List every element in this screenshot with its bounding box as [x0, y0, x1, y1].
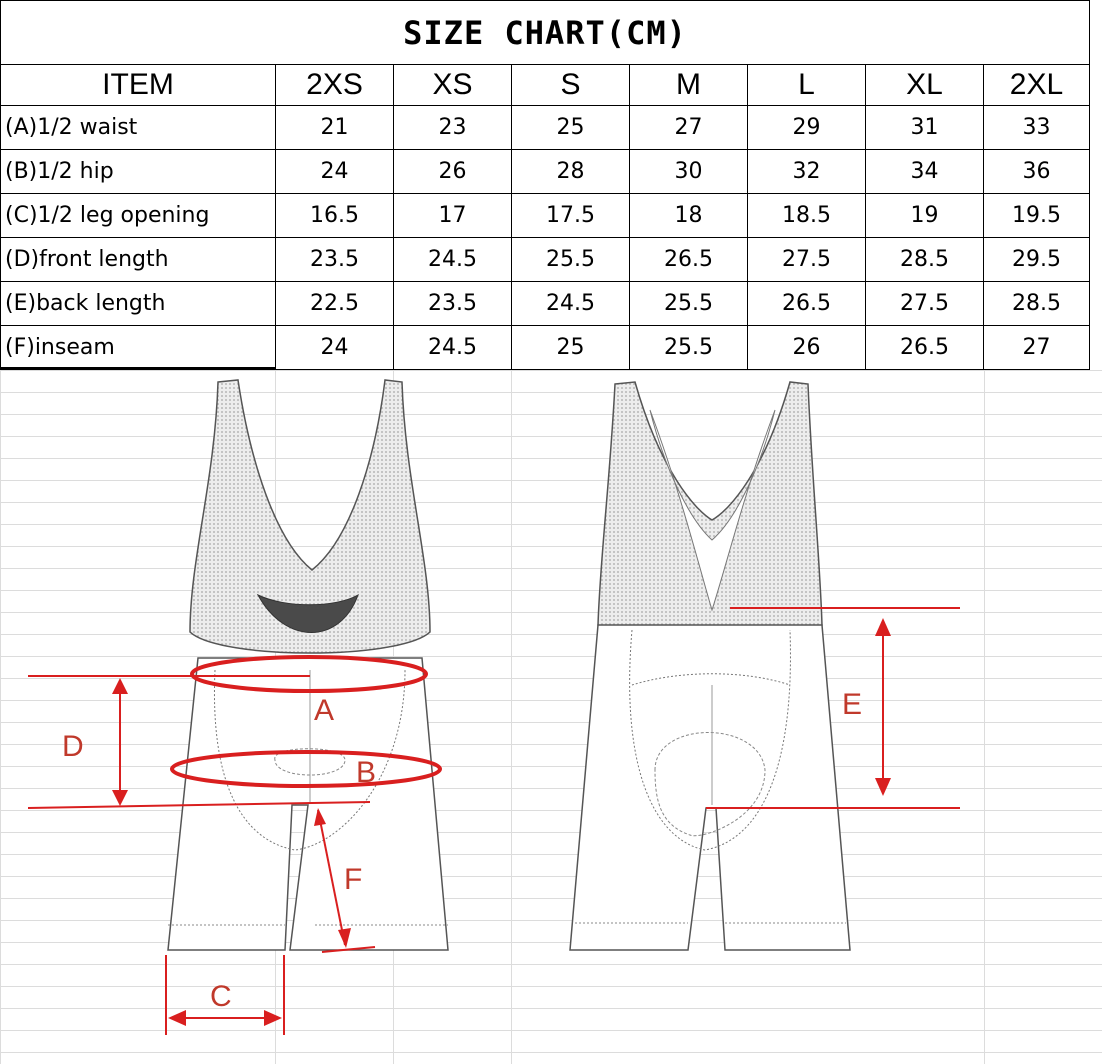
table-cell: 25.5 — [629, 281, 748, 326]
arrow-head — [112, 790, 128, 806]
arrow-head — [168, 1010, 186, 1026]
table-cell: 27.5 — [865, 281, 984, 326]
table-cell: 26.5 — [747, 281, 866, 326]
arrow-head — [338, 928, 351, 948]
table-row: (A)1/2 waist 21 23 25 27 29 31 33 — [0, 105, 1090, 150]
table-cell: 26.5 — [629, 237, 748, 282]
table-cell: 26 — [747, 325, 866, 370]
back-shorts-body — [569, 624, 851, 951]
table-cell: 23.5 — [275, 237, 394, 282]
table-cell: 18 — [629, 193, 748, 238]
row-item-name: (A)1/2 waist — [0, 105, 276, 150]
row-item-name: (B)1/2 hip — [0, 149, 276, 194]
table-cell: 21 — [275, 105, 394, 150]
row-item-name: (F)inseam — [0, 325, 276, 370]
table-cell: 16.5 — [275, 193, 394, 238]
header-row: ITEM 2XS XS S M L XL 2XL — [0, 64, 1090, 106]
chart-title: SIZE CHART(CM) — [0, 0, 1090, 65]
table-cell: 19 — [865, 193, 984, 238]
front-bib-upper — [189, 379, 431, 654]
arrow-head — [112, 678, 128, 694]
table-cell: 23 — [393, 105, 512, 150]
header-size: S — [511, 64, 630, 106]
table-row: (F)inseam 24 24.5 25 25.5 26 26.5 27 — [0, 325, 1090, 370]
size-table: ITEM 2XS XS S M L XL 2XL (A)1/2 waist 21… — [0, 64, 1090, 370]
table-cell: 29 — [747, 105, 866, 150]
inseam-arrow — [317, 809, 346, 946]
header-size: XL — [865, 64, 984, 106]
table-cell: 24.5 — [511, 281, 630, 326]
table-cell: 28.5 — [983, 281, 1090, 326]
table-cell: 28.5 — [865, 237, 984, 282]
header-size: 2XL — [983, 64, 1090, 106]
table-cell: 25.5 — [629, 325, 748, 370]
arrow-head — [264, 1010, 282, 1026]
label-d: D — [62, 730, 84, 763]
label-e: E — [842, 688, 862, 721]
header-size: XS — [393, 64, 512, 106]
table-cell: 24 — [275, 149, 394, 194]
table-cell: 25 — [511, 325, 630, 370]
table-cell: 30 — [629, 149, 748, 194]
table-row: (D)front length 23.5 24.5 25.5 26.5 27.5… — [0, 237, 1090, 282]
table-cell: 19.5 — [983, 193, 1090, 238]
table-row: (C)1/2 leg opening 16.5 17 17.5 18 18.5 … — [0, 193, 1090, 238]
table-cell: 26.5 — [865, 325, 984, 370]
header-size: 2XS — [275, 64, 394, 106]
table-cell: 27.5 — [747, 237, 866, 282]
table-cell: 27 — [983, 325, 1090, 370]
row-item-name: (C)1/2 leg opening — [0, 193, 276, 238]
label-c: C — [210, 980, 232, 1013]
table-cell: 24.5 — [393, 237, 512, 282]
back-bib-upper — [597, 381, 823, 634]
table-cell: 17 — [393, 193, 512, 238]
header-item: ITEM — [0, 64, 276, 106]
waist-measure-ring — [190, 655, 428, 693]
table-bottom-rule — [0, 367, 275, 370]
table-cell: 27 — [629, 105, 748, 150]
label-f: F — [344, 863, 362, 896]
arrow-head — [875, 778, 891, 796]
table-cell: 24 — [275, 325, 394, 370]
table-cell: 31 — [865, 105, 984, 150]
back-center-opening — [649, 409, 776, 612]
table-row: (E)back length 22.5 23.5 24.5 25.5 26.5 … — [0, 281, 1090, 326]
table-cell: 26 — [393, 149, 512, 194]
table-cell: 25 — [511, 105, 630, 150]
table-cell: 23.5 — [393, 281, 512, 326]
arrow-head — [314, 808, 326, 826]
header-size: L — [747, 64, 866, 106]
label-b: B — [356, 756, 376, 789]
hip-measure-ring — [170, 750, 442, 788]
bib-shorts-diagram: A B C D E F — [27, 379, 960, 1035]
table-cell: 32 — [747, 149, 866, 194]
back-waist-band — [631, 673, 791, 686]
table-cell: 25.5 — [511, 237, 630, 282]
table-cell: 24.5 — [393, 325, 512, 370]
measurement-marks — [27, 607, 960, 1035]
inseam-bottom-line — [321, 946, 376, 953]
label-a: A — [314, 694, 334, 727]
table-cell: 33 — [983, 105, 1090, 150]
table-cell: 18.5 — [747, 193, 866, 238]
grid-column-line — [511, 370, 512, 1064]
header-size: M — [629, 64, 748, 106]
front-length-bottom-line — [27, 801, 371, 809]
back-chamois-outline — [629, 629, 791, 851]
back-pad-outline — [654, 732, 766, 837]
table-cell: 34 — [865, 149, 984, 194]
back-view — [569, 381, 851, 951]
grid-column-line — [984, 370, 985, 1064]
table-cell: 29.5 — [983, 237, 1090, 282]
front-center-panel — [256, 593, 359, 633]
row-item-name: (D)front length — [0, 237, 276, 282]
table-cell: 22.5 — [275, 281, 394, 326]
arrow-head — [875, 618, 891, 636]
table-cell: 36 — [983, 149, 1090, 194]
front-chamois-outline — [213, 669, 406, 851]
row-item-name: (E)back length — [0, 281, 276, 326]
table-row: (B)1/2 hip 24 26 28 30 32 34 36 — [0, 149, 1090, 194]
table-cell: 28 — [511, 149, 630, 194]
table-cell: 17.5 — [511, 193, 630, 238]
